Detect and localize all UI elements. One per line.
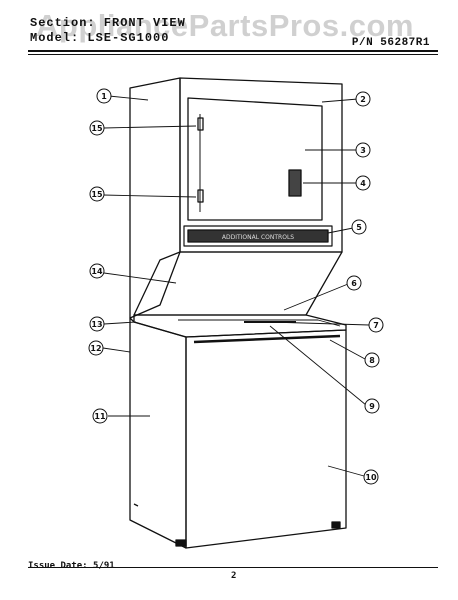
header-rule xyxy=(28,50,438,52)
callout-10: 10 xyxy=(365,473,377,482)
middle-panel xyxy=(133,251,343,316)
section-label: Section: FRONT VIEW xyxy=(30,16,186,30)
dryer-left-side xyxy=(129,77,181,319)
callout-11: 11 xyxy=(94,412,106,421)
door-hinge-top xyxy=(197,117,204,131)
door-hinge-bottom xyxy=(197,189,204,203)
callout-14: 14 xyxy=(91,267,103,276)
footer-rule xyxy=(28,567,438,568)
door-handle xyxy=(288,169,302,197)
callout-12: 12 xyxy=(90,344,101,353)
washer-front xyxy=(185,329,347,549)
watermark-text: AppliancePartsPros.com xyxy=(36,8,414,43)
page-number: 2 xyxy=(231,571,237,581)
callout-9: 9 xyxy=(369,402,375,411)
callout-7: 7 xyxy=(373,321,379,330)
panel-text: ADDITIONAL CONTROLS xyxy=(222,234,294,241)
callout-5: 5 xyxy=(356,223,362,232)
header-rule-thin xyxy=(28,54,438,55)
model-label: Model: LSE-SG1000 xyxy=(30,31,170,45)
callout-1: 1 xyxy=(101,92,107,101)
callout-15-bottom: 15 xyxy=(91,190,103,199)
part-number: P/N 56287R1 xyxy=(351,37,430,49)
callout-3: 3 xyxy=(360,146,366,155)
callout-4: 4 xyxy=(360,179,366,188)
washer-top xyxy=(133,314,347,338)
issue-date: Issue Date: 5/91 xyxy=(28,561,115,571)
dryer-door xyxy=(187,97,323,221)
callout-2: 2 xyxy=(360,95,366,104)
callout-15-top: 15 xyxy=(91,124,103,133)
callout-13: 13 xyxy=(91,320,102,329)
callout-6: 6 xyxy=(351,279,357,288)
control-panel xyxy=(183,225,333,247)
callout-8: 8 xyxy=(369,356,375,365)
washer-side xyxy=(129,317,187,549)
